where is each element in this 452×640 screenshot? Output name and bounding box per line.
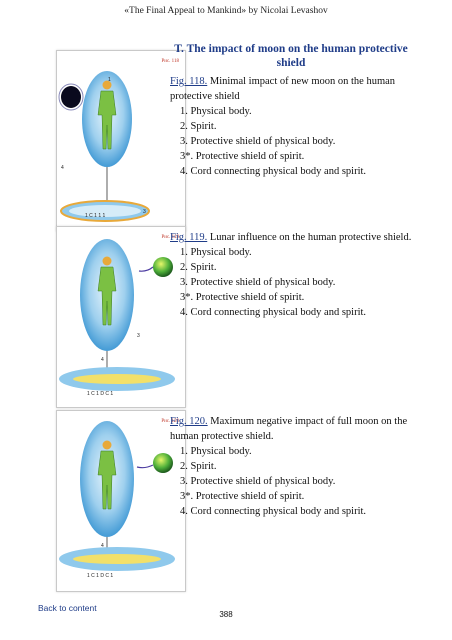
human-figure-icon — [97, 440, 117, 510]
figure-119-description: Fig. 119. Lunar influence on the human p… — [170, 230, 415, 320]
svg-text:4: 4 — [101, 543, 104, 549]
list-item: 4. Cord connecting physical body and spi… — [180, 506, 367, 517]
human-figure-icon — [97, 80, 117, 150]
figure-118-illustration: 4 1 3 1 C 1 1 1 Рис. 118 — [56, 50, 186, 232]
ground-label: 1 C 1 1 1 — [85, 213, 106, 219]
figure-118-link[interactable]: Fig. 118. — [170, 76, 208, 87]
svg-text:3: 3 — [137, 333, 140, 339]
svg-text:4: 4 — [61, 165, 64, 171]
list-item: 1. Physical body. — [180, 446, 252, 457]
list-item: 3. Protective shield of physical body. — [180, 476, 336, 487]
figure-120-illustration: 4 1 C 1 D C 1 Рис. 120 — [56, 410, 186, 592]
figure-tag: Рис. 119 — [161, 235, 180, 240]
figure-tag: Рис. 120 — [161, 419, 179, 424]
list-item: 3. Protective shield of physical body. — [180, 136, 336, 147]
spirit-shield-icon — [59, 367, 175, 391]
figure-caption: Fig. 120. Maximum negative impact of ful… — [170, 414, 415, 444]
list-item: 1. Physical body. — [180, 106, 252, 117]
svg-text:3: 3 — [143, 209, 146, 215]
item-list: 1. Physical body. 2. Spirit. 3. Protecti… — [170, 444, 415, 519]
list-item: 4. Cord connecting physical body and spi… — [180, 307, 367, 318]
ground-label: 1 C 1 D C 1 — [87, 573, 113, 579]
figure-caption: Fig. 119. Lunar influence on the human p… — [170, 230, 415, 245]
section-title: T. The impact of moon on the human prote… — [174, 43, 408, 69]
figure-119-illustration: 4 3 1 C 1 D C 1 Рис. 119 — [56, 226, 186, 408]
list-item: 2. Spirit. — [180, 262, 217, 273]
back-to-content-link[interactable]: Back to content — [38, 603, 97, 613]
figure-tag: Рис. 118 — [161, 59, 180, 64]
figure-118-description: Fig. 118. Minimal impact of new moon on … — [170, 74, 415, 179]
item-list: 1. Physical body. 2. Spirit. 3. Protecti… — [170, 245, 415, 320]
list-item: 2. Spirit. — [180, 461, 217, 472]
list-item: 3*. Protective shield of spirit. — [180, 491, 305, 502]
shield-diagram: 4 3 1 C 1 D C 1 — [59, 239, 175, 397]
svg-text:1: 1 — [108, 77, 111, 83]
list-item: 2. Spirit. — [180, 121, 217, 132]
moon-partial-icon — [138, 257, 173, 277]
spirit-shield-icon — [60, 200, 150, 222]
item-list: 1. Physical body. 2. Spirit. 3. Protecti… — [170, 104, 415, 179]
page-number: 388 — [219, 610, 233, 619]
ground-label: 1 C 1 D C 1 — [87, 391, 113, 397]
list-item: 3*. Protective shield of spirit. — [180, 151, 305, 162]
list-item: 4. Cord connecting physical body and spi… — [180, 166, 367, 177]
list-item: 3*. Protective shield of spirit. — [180, 292, 305, 303]
caption-text: Maximum negative impact of full moon on … — [170, 416, 408, 442]
caption-text: Lunar influence on the human protective … — [207, 232, 412, 243]
shield-diagram: 4 1 C 1 D C 1 — [59, 421, 175, 579]
moon-new-icon — [58, 83, 84, 111]
page-header: «The Final Appeal to Mankind» by Nicolai… — [124, 6, 328, 16]
list-item: 1. Physical body. — [180, 247, 252, 258]
shield-diagram: 4 1 3 1 C 1 1 1 — [58, 71, 150, 222]
figure-120-link[interactable]: Fig. 120. — [170, 416, 208, 427]
figure-120-description: Fig. 120. Maximum negative impact of ful… — [170, 414, 415, 519]
human-figure-icon — [97, 256, 117, 326]
list-item: 3. Protective shield of physical body. — [180, 277, 336, 288]
moon-full-icon — [136, 453, 173, 473]
figure-119-link[interactable]: Fig. 119. — [170, 232, 208, 243]
svg-text:4: 4 — [101, 357, 104, 363]
caption-text: Minimal impact of new moon on the human … — [170, 76, 396, 102]
figure-caption: Fig. 118. Minimal impact of new moon on … — [170, 74, 415, 104]
spirit-shield-icon — [59, 547, 175, 571]
